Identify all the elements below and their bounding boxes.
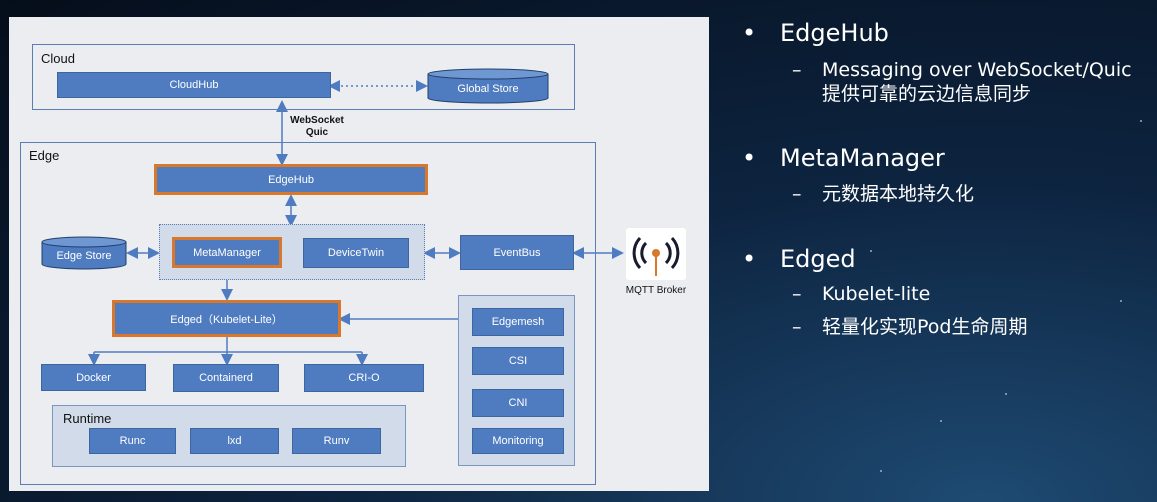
mqtt-broker: MQTT Broker [620,224,692,304]
devicetwin-box: DeviceTwin [303,238,409,268]
cloud-label: Cloud [41,51,75,66]
sub-bullet-text: Kubelet-lite [822,283,931,305]
signal-tower-svg [632,236,680,276]
sub-bullet-text: 元数据本地持久化 [822,183,975,205]
docker-box: Docker [41,364,146,391]
edgemesh-box: Edgemesh [472,308,564,336]
sub-bullet-dash: – [792,59,802,81]
sub-bullet-dash: – [792,283,802,305]
global-store-cylinder: Global Store [427,68,549,104]
mqtt-broker-icon [626,228,686,280]
bullet-dot: • [742,144,757,172]
global-store-label: Global Store [457,83,519,95]
runtime-runv-box: Runv [292,428,381,454]
architecture-diagram: Cloud CloudHub Global Store WebSocket Qu… [9,17,709,491]
runtime-label: Runtime [63,411,112,426]
diagram-connectors [88,80,624,366]
sub-bullet-dash: – [792,316,802,338]
bullet-title: EdgeHub [780,19,889,47]
protocol-label: WebSocket Quic [277,115,357,139]
sub-bullet-line1: Messaging over WebSocket/Quic [822,59,1132,81]
bullet-dot: • [742,245,757,273]
edge-store-cylinder: Edge Store [41,236,127,270]
edge-store-cylinder-shape [41,236,127,270]
bullet-dot: • [742,19,757,47]
protocol-websocket: WebSocket [290,115,344,126]
sub-bullet-dash: – [792,183,802,205]
eventbus-box: EventBus [460,235,574,270]
global-store-cylinder-shape [427,68,549,104]
sub-bullet-line2: 提供可靠的云边信息同步 [822,83,1032,105]
monitoring-box: Monitoring [472,428,564,454]
runtime-lxd-box: lxd [190,428,279,454]
edged-box: Edged（Kubelet-Lite） [112,300,341,337]
edgehub-box: EdgeHub [154,164,428,195]
crio-box: CRI-O [304,364,424,392]
edge-store-label: Edge Store [56,250,112,262]
edge-label: Edge [29,148,60,163]
containerd-box: Containerd [173,364,279,392]
edge-frame: Edge [20,142,596,485]
runtime-runc-box: Runc [89,428,176,454]
metamanager-box: MetaManager [172,237,282,268]
cloud-frame: Cloud [32,44,575,110]
sub-bullet-text: Messaging over WebSocket/Quic 提供可靠的云边信息同… [822,58,1132,106]
bullet-title: MetaManager [780,144,945,172]
bullet-title: Edged [780,245,856,273]
cloudhub-box: CloudHub [57,72,331,98]
csi-box: CSI [472,347,564,375]
mqtt-broker-label: MQTT Broker [625,285,687,296]
protocol-quic: Quic [305,127,329,138]
cni-box: CNI [472,389,564,417]
sub-bullet-text: 轻量化实现Pod生命周期 [822,316,1028,338]
